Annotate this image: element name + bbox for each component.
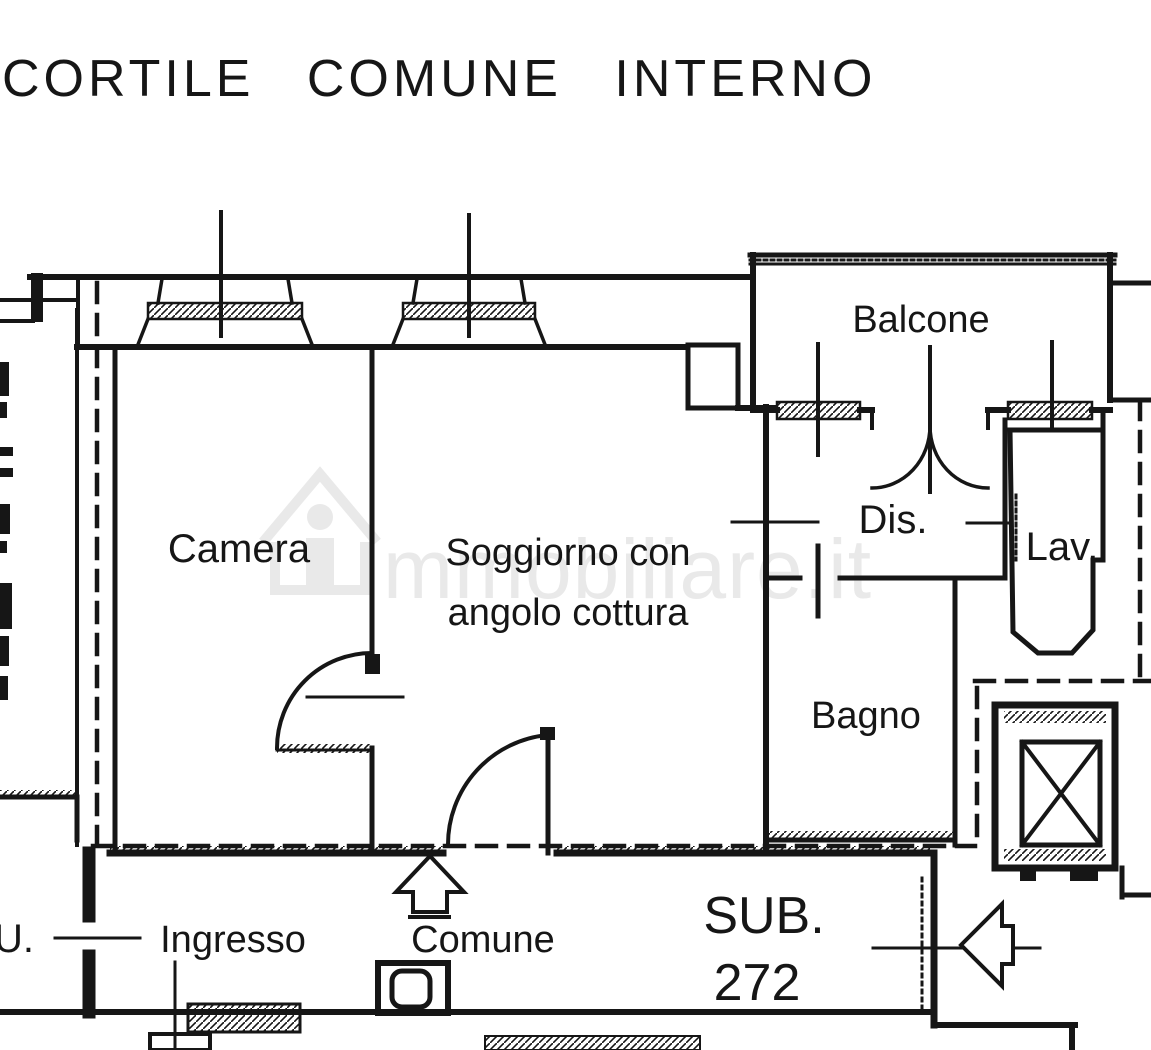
page-title: CORTILE COMUNE INTERNO xyxy=(2,50,876,108)
soggiorno-label-line1: Soggiorno con xyxy=(445,532,690,574)
soggiorno-room: Soggiorno con angolo cottura xyxy=(369,342,820,856)
lav-room: Lav. xyxy=(1007,407,1106,656)
comune-label: Comune xyxy=(411,919,555,961)
door-arc-icon xyxy=(274,650,375,753)
camera-label: Camera xyxy=(168,527,311,571)
neighbor-unit-label: U. xyxy=(0,917,34,961)
ingresso-label: Ingresso xyxy=(160,919,306,961)
watermark-text: mmobiliare.it xyxy=(383,522,872,616)
door-arc-icon xyxy=(445,727,555,856)
watermark-house-icon xyxy=(259,466,381,595)
clipped-left-label-fragments xyxy=(0,362,13,700)
window-icon xyxy=(389,213,549,350)
entrance-arrow-up-icon xyxy=(391,853,469,914)
sub-label-line2: 272 xyxy=(714,954,801,1012)
dis-label: Dis. xyxy=(859,498,928,542)
window-icon xyxy=(134,210,316,350)
corridor: Ingresso Comune SUB. 272 U. xyxy=(0,727,1151,1050)
entrance-arrow-left-icon xyxy=(958,899,1015,991)
bagno-label: Bagno xyxy=(811,695,921,737)
window-icon xyxy=(1006,340,1094,454)
dis-room: Dis. xyxy=(763,417,1015,619)
balcone-label: Balcone xyxy=(852,299,989,341)
window-icon xyxy=(775,342,862,457)
french-door-icon xyxy=(870,345,990,494)
balcone: Balcone xyxy=(747,252,1151,494)
lav-label: Lav. xyxy=(1026,525,1099,569)
soggiorno-label-line2: angolo cottura xyxy=(448,592,690,634)
wall-pillar xyxy=(685,342,741,411)
duct-fixture-icon xyxy=(375,960,451,1016)
left-walls xyxy=(0,790,142,1019)
sub-label-line1: SUB. xyxy=(703,887,824,945)
watermark: mmobiliare.it xyxy=(259,466,872,616)
camera-room: Camera xyxy=(112,344,405,856)
bagno-room: Bagno xyxy=(763,575,958,848)
elevator-icon xyxy=(991,701,1119,881)
window-icon xyxy=(186,1002,302,1034)
